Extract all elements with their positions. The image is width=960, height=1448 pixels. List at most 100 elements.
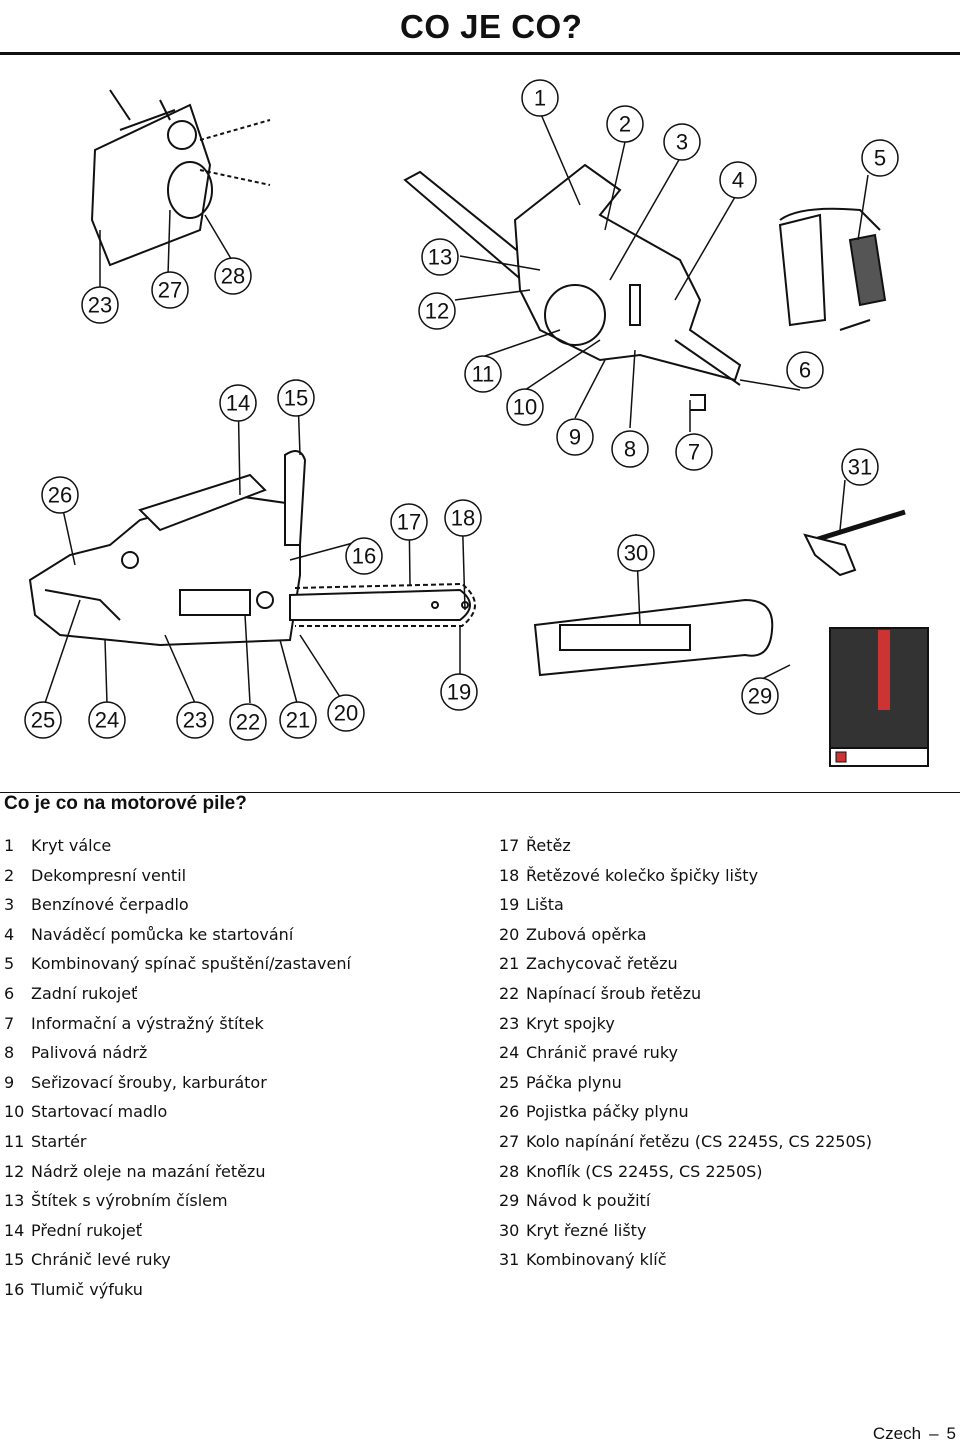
callout-28: 28 <box>221 264 245 289</box>
part-number: 4 <box>4 924 15 944</box>
part-label: Palivová nádrž <box>31 1043 148 1063</box>
part-number: 7 <box>4 1013 15 1033</box>
part-number: 23 <box>499 1013 520 1033</box>
list-item: 7 Informační a výstražný štítek <box>4 1014 351 1044</box>
part-label: Informační a výstražný štítek <box>31 1013 264 1033</box>
part-number: 10 <box>4 1102 25 1122</box>
part-label: Startér <box>31 1131 87 1151</box>
list-item: 22 Napínací šroub řetězu <box>499 984 872 1014</box>
part-label: Kryt válce <box>31 836 112 855</box>
callout-leader-lines <box>44 111 869 704</box>
part-label: Přední rukojeť <box>31 1220 143 1240</box>
part-label: Zachycovač řetězu <box>526 954 678 974</box>
callout-19: 19 <box>447 680 471 705</box>
part-label: Nádrž oleje na mazání řetězu <box>31 1161 266 1181</box>
part-number: 18 <box>499 865 520 885</box>
part-number: 11 <box>4 1131 25 1151</box>
part-label: Řetězové kolečko špičky lišty <box>526 865 759 885</box>
part-number: 27 <box>499 1131 520 1151</box>
footer-language: Czech <box>872 1424 922 1443</box>
callout-13: 13 <box>428 245 452 270</box>
part-number: 3 <box>4 895 15 915</box>
part-number: 8 <box>4 1043 15 1063</box>
part-number: 15 <box>4 1250 25 1270</box>
list-item: 12 Nádrž oleje na mazání řetězu <box>4 1162 351 1192</box>
callout-23-bottom: 23 <box>183 708 207 733</box>
list-item: 3 Benzínové čerpadlo <box>4 895 351 925</box>
callout-29: 29 <box>748 684 772 709</box>
part-number: 12 <box>4 1161 25 1181</box>
list-item: 18 Řetězové kolečko špičky lišty <box>499 866 872 896</box>
part-number: 22 <box>499 983 520 1003</box>
callout-9: 9 <box>569 425 581 450</box>
chainsaw-parts-figure: 1 2 3 4 5 6 7 8 9 10 11 12 13 14 15 16 1… <box>24 79 929 767</box>
part-label: Kombinovaný klíč <box>526 1250 667 1270</box>
clutch-cover-detail-illustration <box>90 89 271 267</box>
part-number: 29 <box>499 1191 520 1211</box>
part-label: Štítek s výrobním číslem <box>31 1191 228 1211</box>
combination-key-illustration <box>803 509 906 577</box>
part-label: Knoflík (CS 2245S, CS 2250S) <box>526 1161 763 1181</box>
footer-separator: – <box>929 1424 939 1443</box>
part-number: 24 <box>499 1043 520 1063</box>
part-number: 17 <box>499 836 520 855</box>
section-title: Co je co na motorové pile? <box>4 793 247 814</box>
callout-20: 20 <box>334 701 358 726</box>
part-label: Benzínové čerpadlo <box>31 895 189 915</box>
callout-16: 16 <box>352 544 376 569</box>
part-number: 2 <box>4 865 15 885</box>
list-item: 9 Seřizovací šrouby, karburátor <box>4 1073 351 1103</box>
callout-15: 15 <box>284 386 308 411</box>
callout-27: 27 <box>158 278 182 303</box>
callout-23-top: 23 <box>88 293 112 318</box>
callout-11: 11 <box>472 362 495 387</box>
part-number: 13 <box>4 1191 25 1211</box>
chainsaw-side-view-illustration <box>28 450 476 647</box>
callout-14: 14 <box>226 391 250 416</box>
part-label: Kryt řezné lišty <box>526 1220 647 1240</box>
callout-5: 5 <box>874 146 886 171</box>
part-label: Návod k použití <box>526 1191 651 1211</box>
part-number: 6 <box>4 983 15 1003</box>
callout-3: 3 <box>676 130 688 155</box>
part-number: 9 <box>4 1072 15 1092</box>
bar-guard-illustration <box>533 598 774 677</box>
callout-17: 17 <box>397 510 421 535</box>
list-item: 13 Štítek s výrobním číslem <box>4 1191 351 1221</box>
callout-6: 6 <box>799 358 811 383</box>
callout-1: 1 <box>534 86 546 111</box>
part-label: Zadní rukojeť <box>31 983 138 1003</box>
part-number: 28 <box>499 1161 520 1181</box>
part-number: 14 <box>4 1220 25 1240</box>
list-item: 29 Návod k použití <box>499 1191 872 1221</box>
callout-30: 30 <box>624 541 648 566</box>
callout-8: 8 <box>624 437 636 462</box>
part-label: Páčka plynu <box>526 1072 622 1092</box>
callout-18: 18 <box>451 506 475 531</box>
list-item: 14 Přední rukojeť <box>4 1221 351 1251</box>
callout-22: 22 <box>236 710 260 735</box>
callout-4: 4 <box>732 168 744 193</box>
part-number: 30 <box>499 1220 520 1240</box>
callout-10: 10 <box>513 395 537 420</box>
list-item: 8 Palivová nádrž <box>4 1043 351 1073</box>
part-label: Chránič levé ruky <box>31 1250 171 1270</box>
page-title: CO JE CO? <box>400 8 583 45</box>
list-item: 30 Kryt řezné lišty <box>499 1221 872 1251</box>
part-label: Chránič pravé ruky <box>526 1043 678 1063</box>
part-label: Napínací šroub řetězu <box>526 983 702 1003</box>
part-label: Seřizovací šrouby, karburátor <box>31 1072 267 1092</box>
header-rule <box>0 52 960 55</box>
part-label: Zubová opěrka <box>526 924 647 944</box>
callout-25: 25 <box>31 708 55 733</box>
list-item: 6 Zadní rukojeť <box>4 984 351 1014</box>
